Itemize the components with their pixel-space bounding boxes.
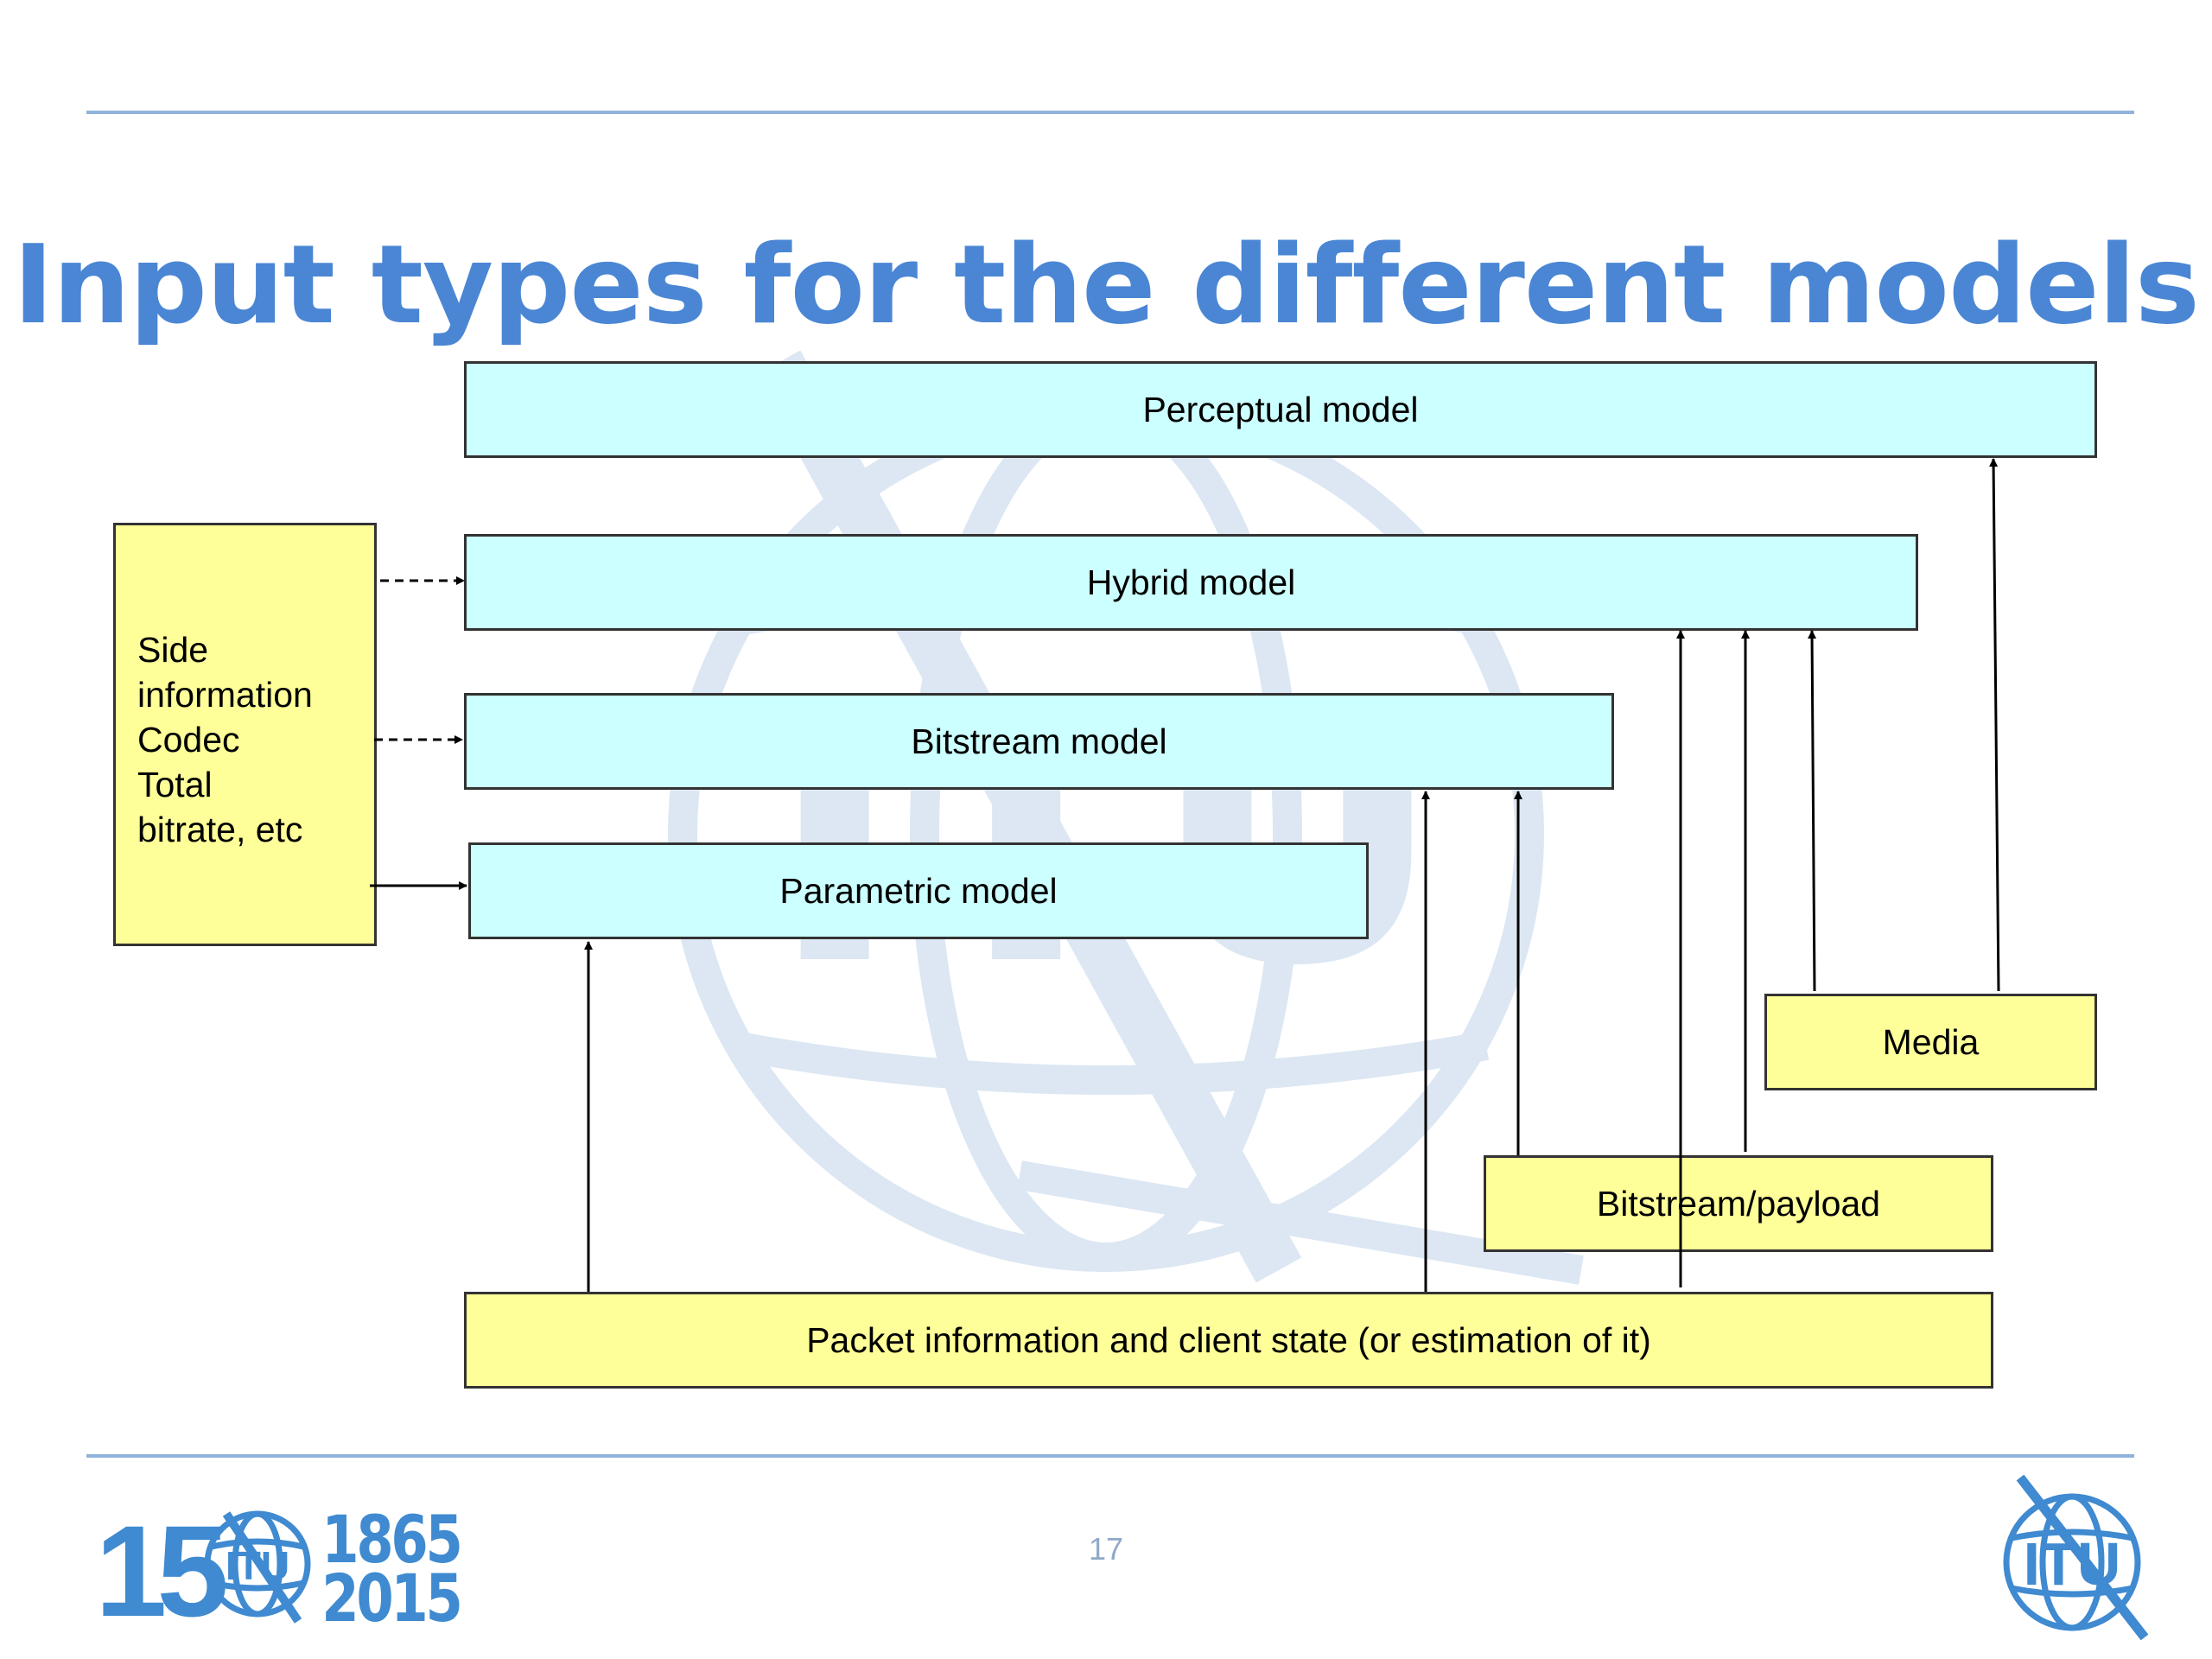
hybrid-model-box: Hybrid model <box>464 534 1918 631</box>
parametric-model-box: Parametric model <box>468 842 1369 939</box>
years-top: 1865 <box>321 1502 460 1579</box>
perceptual-model-box: Perceptual model <box>464 361 2097 458</box>
top-rule <box>86 111 2134 114</box>
page-number: 17 <box>1088 1531 1124 1567</box>
anniversary-number: 15 <box>95 1498 226 1643</box>
bitstream-model-box: Bitstream model <box>464 693 1614 790</box>
side-information-box: Side information Codec Total bitrate, et… <box>113 523 377 946</box>
itu-emblem-icon <box>204 1510 311 1624</box>
side-info-line: bitrate, etc <box>137 810 303 849</box>
side-info-line: Total <box>137 765 213 804</box>
slide-title: Input types for the different models <box>13 221 2200 348</box>
media-box: Media <box>1764 994 2097 1090</box>
itu-logo-icon <box>2003 1474 2149 1641</box>
packet-information-box: Packet information and client state (or … <box>464 1292 1993 1389</box>
emblem-text: ITU <box>226 1543 289 1588</box>
arrow-media-to-perceptual <box>1989 458 2000 992</box>
side-info-line: Codec <box>137 720 240 760</box>
side-info-line: Side <box>137 630 209 670</box>
arrow-media-to-hybrid <box>1808 630 1817 992</box>
bottom-rule <box>86 1454 2134 1458</box>
years-bottom: 2015 <box>321 1560 460 1637</box>
bitstream-payload-box: Bitstream/payload <box>1484 1155 1993 1252</box>
side-info-line: information <box>137 675 313 715</box>
itu-logo-text: ITU <box>2024 1530 2121 1598</box>
